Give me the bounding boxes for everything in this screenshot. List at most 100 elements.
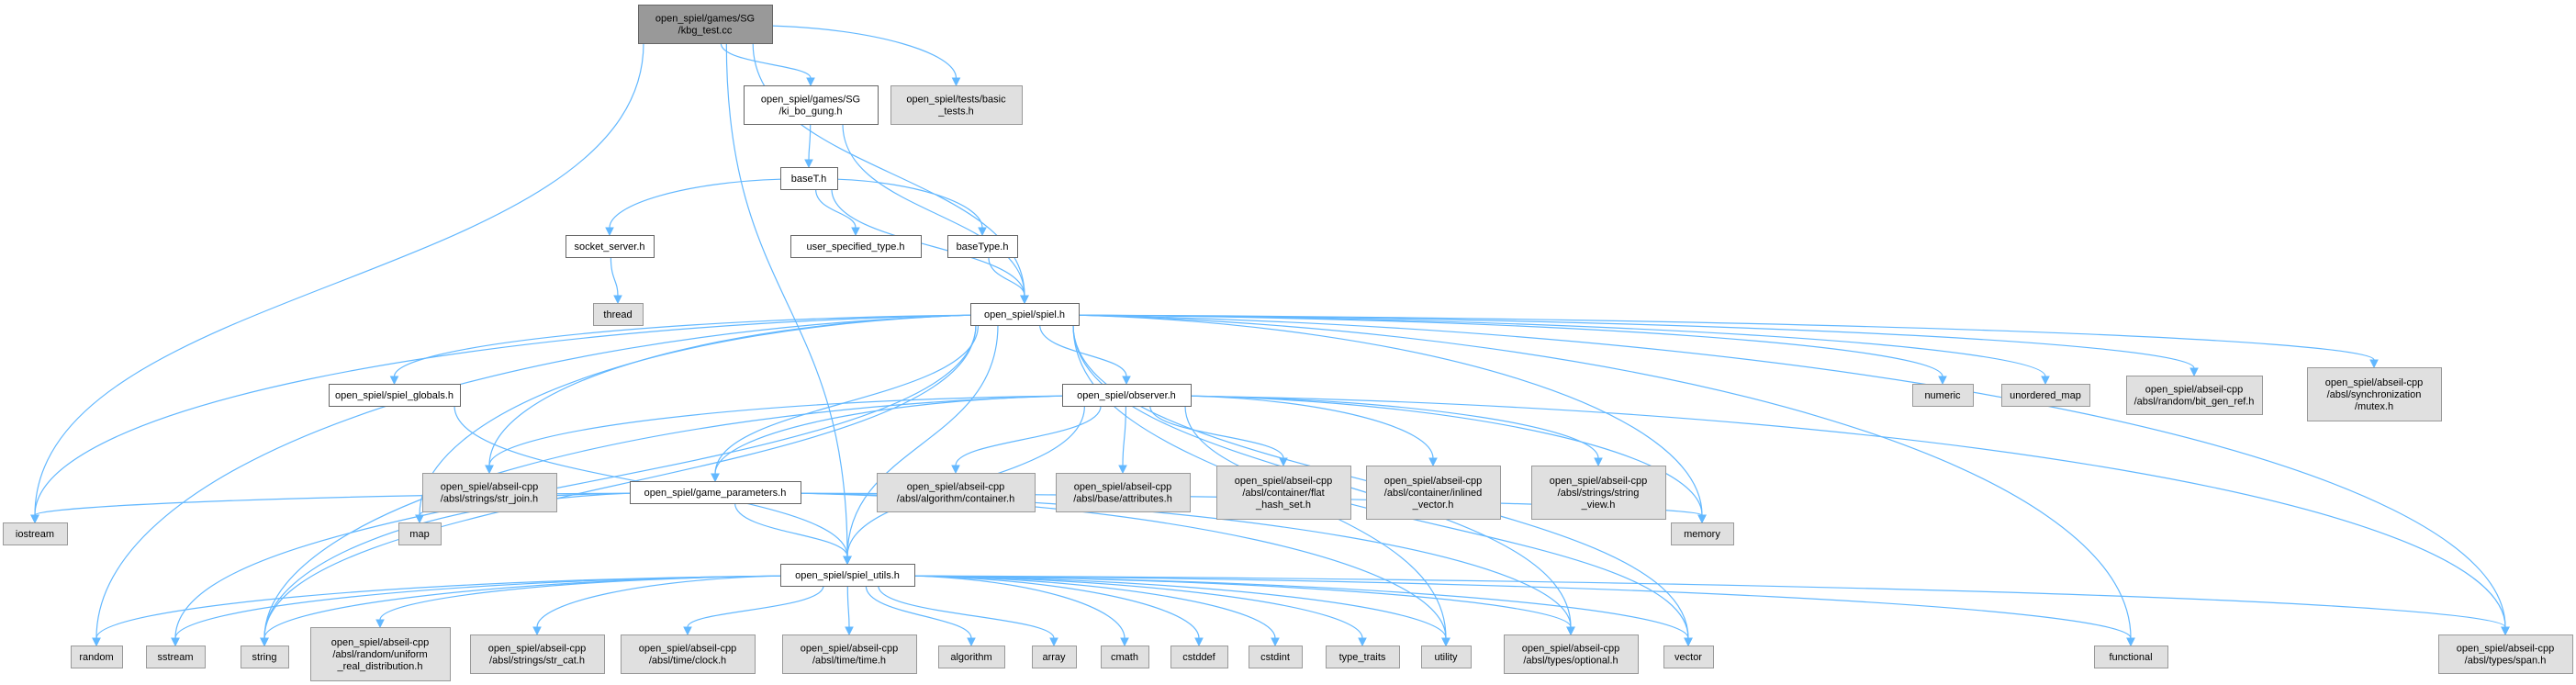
ki-bo-gung-h-node[interactable]: open_spiel/games/SG/ki_bo_gung.h xyxy=(744,85,879,125)
spiel-h-node[interactable]: open_spiel/spiel.h xyxy=(970,303,1080,326)
edge-line xyxy=(1078,314,1703,516)
dependency-edge-25-33 xyxy=(865,585,976,647)
node-box[interactable] xyxy=(970,303,1080,326)
edge-arrowhead xyxy=(967,637,976,647)
edge-line xyxy=(913,575,1200,639)
uniform-real-distribution-h-node: open_spiel/abseil-cpp/absl/random/unifor… xyxy=(310,627,451,681)
edge-line xyxy=(878,585,1055,639)
edge-line xyxy=(263,324,977,639)
dependency-edge-8-9 xyxy=(389,314,971,386)
node-box xyxy=(877,473,1036,512)
sstream-node: sstream xyxy=(146,646,206,668)
edge-arrowhead xyxy=(1938,376,1947,386)
dependency-edge-10-21 xyxy=(1190,395,1603,467)
dependency-edge-8-14 xyxy=(1078,314,2379,369)
node-label-line: iostream xyxy=(16,529,54,540)
edge-line xyxy=(174,575,781,639)
node-box xyxy=(146,646,206,668)
edge-line xyxy=(488,395,1063,466)
node-box[interactable] xyxy=(566,235,655,258)
node-label-line: open_spiel/abseil-cpp xyxy=(2325,377,2423,388)
node-label-line: _hash_set.h xyxy=(1255,500,1311,511)
node-box[interactable] xyxy=(329,384,461,407)
edge-line xyxy=(1149,405,1284,459)
node-label-line: open_spiel/spiel_utils.h xyxy=(795,570,900,581)
node-box xyxy=(310,627,451,681)
edge-line xyxy=(714,324,980,475)
edge-line xyxy=(913,575,2132,639)
spiel-globals-h-node[interactable]: open_spiel/spiel_globals.h xyxy=(329,384,461,407)
span-h-node: open_spiel/abseil-cpp/absl/types/span.h xyxy=(2438,634,2573,674)
node-box[interactable] xyxy=(780,167,838,190)
node-label-line: string xyxy=(252,652,277,663)
edge-layer xyxy=(30,25,2510,647)
edge-line xyxy=(1078,314,2132,639)
edge-line xyxy=(34,42,644,516)
base-type-h-node[interactable]: baseType.h xyxy=(947,235,1018,258)
edge-line xyxy=(913,575,1363,639)
attributes-h-node: open_spiel/abseil-cpp/absl/base/attribut… xyxy=(1056,473,1191,512)
spiel-utils-h-node[interactable]: open_spiel/spiel_utils.h xyxy=(780,564,915,587)
cstdint-node: cstdint xyxy=(1249,646,1303,668)
node-box[interactable] xyxy=(947,235,1018,258)
edge-line xyxy=(393,314,971,377)
node-label-line: cstdint xyxy=(1260,652,1290,663)
node-label-line: open_spiel/abseil-cpp xyxy=(639,644,736,655)
node-label-line: /absl/types/optional.h xyxy=(1523,656,1618,667)
node-box[interactable] xyxy=(1062,384,1192,407)
edge-line xyxy=(95,314,971,639)
dependency-edge-25-39 xyxy=(913,575,1450,647)
node-box[interactable] xyxy=(630,481,801,504)
node-box[interactable] xyxy=(790,235,922,258)
dependency-edge-1-3 xyxy=(804,123,813,169)
vector-node: vector xyxy=(1663,646,1714,668)
edge-line xyxy=(263,492,631,639)
edge-line xyxy=(536,575,781,628)
dependency-edge-3-4 xyxy=(605,178,781,237)
edge-arrowhead xyxy=(2190,367,2199,377)
dependency-edge-10-15 xyxy=(485,395,1063,475)
edge-arrowhead xyxy=(2126,637,2135,647)
node-label-line: /absl/time/time.h xyxy=(812,656,886,667)
observer-h-node[interactable]: open_spiel/observer.h xyxy=(1062,384,1192,407)
node-label-line: thread xyxy=(603,309,632,320)
edge-arrowhead xyxy=(711,473,720,483)
node-box xyxy=(71,646,123,668)
edge-arrowhead xyxy=(415,514,424,524)
edge-arrowhead xyxy=(613,295,622,305)
user-specified-type-h-node[interactable]: user_specified_type.h xyxy=(790,235,922,258)
bit-gen-ref-h-node: open_spiel/abseil-cpp/absl/random/bit_ge… xyxy=(2126,376,2263,415)
node-label-line: /absl/strings/str_cat.h xyxy=(489,656,585,667)
base-t-h-node[interactable]: baseT.h xyxy=(780,167,838,190)
edge-line xyxy=(815,188,857,229)
edge-line xyxy=(1078,314,2375,361)
node-label-line: cstddef xyxy=(1182,652,1215,663)
node-box[interactable] xyxy=(744,85,879,125)
node-box xyxy=(1216,466,1351,520)
socket-server-h-node[interactable]: socket_server.h xyxy=(566,235,655,258)
edge-line xyxy=(379,575,781,621)
dependency-edge-8-25 xyxy=(843,324,999,566)
node-label-line: /absl/strings/string xyxy=(1558,488,1640,499)
node-box xyxy=(1170,646,1228,668)
edge-line xyxy=(913,575,2506,628)
node-label-line: map xyxy=(409,529,429,540)
dependency-edge-10-19 xyxy=(1149,405,1288,467)
edge-arrowhead xyxy=(2041,376,2050,386)
kbg-test-cc-node: open_spiel/games/SG/kbg_test.cc xyxy=(638,5,773,44)
dependency-edge-25-37 xyxy=(913,575,1280,647)
node-label-line: open_spiel/abseil-cpp xyxy=(488,644,586,655)
edge-arrowhead xyxy=(171,637,180,647)
node-box[interactable] xyxy=(780,564,915,587)
node-layer: open_spiel/games/SG/kbg_test.cc open_spie… xyxy=(3,5,2573,681)
node-label-line: /kbg_test.cc xyxy=(678,26,733,37)
node-label-line: algorithm xyxy=(950,652,991,663)
node-box xyxy=(938,646,1005,668)
game-parameters-h-node[interactable]: open_spiel/game_parameters.h xyxy=(630,481,801,504)
edge-arrowhead xyxy=(951,465,960,475)
edge-line xyxy=(1039,324,1127,377)
node-label-line: open_spiel/abseil-cpp xyxy=(1074,482,1171,493)
node-label-line: /absl/random/bit_gen_ref.h xyxy=(2134,397,2255,408)
dependency-edge-25-42 xyxy=(913,575,2135,647)
